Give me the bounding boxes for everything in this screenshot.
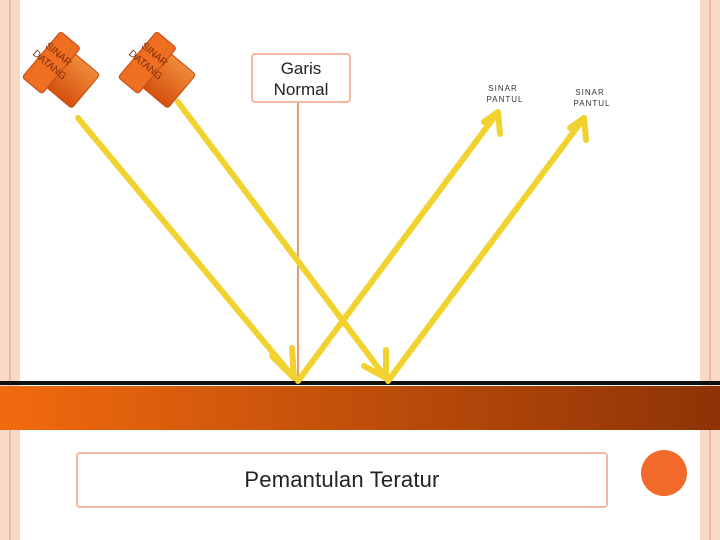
reflected-ray-1	[298, 112, 498, 381]
reflected-label-2-line-2: PANTUL	[574, 99, 611, 108]
caption-text: Pemantulan Teratur	[244, 467, 439, 493]
surface-line	[0, 381, 720, 385]
flashlight-1: SINAR DATANG	[17, 27, 105, 115]
reflected-ray-2	[388, 118, 584, 381]
normal-label-line-2: Normal	[274, 80, 329, 99]
incident-ray-1	[78, 118, 294, 378]
reflected-label-1-line-2: PANTUL	[487, 95, 524, 104]
normal-label-box: Garis Normal	[252, 54, 350, 102]
flashlight-2: SINAR DATANG	[113, 27, 201, 115]
normal-label-line-1: Garis	[281, 59, 322, 78]
reflected-label-2-line-1: SINAR	[575, 88, 604, 97]
accent-dot	[641, 450, 687, 496]
incident-ray-2	[178, 102, 386, 378]
reflected-label-1-line-1: SINAR	[488, 84, 517, 93]
reflecting-surface	[0, 386, 720, 430]
caption-box: Pemantulan Teratur	[76, 452, 608, 508]
